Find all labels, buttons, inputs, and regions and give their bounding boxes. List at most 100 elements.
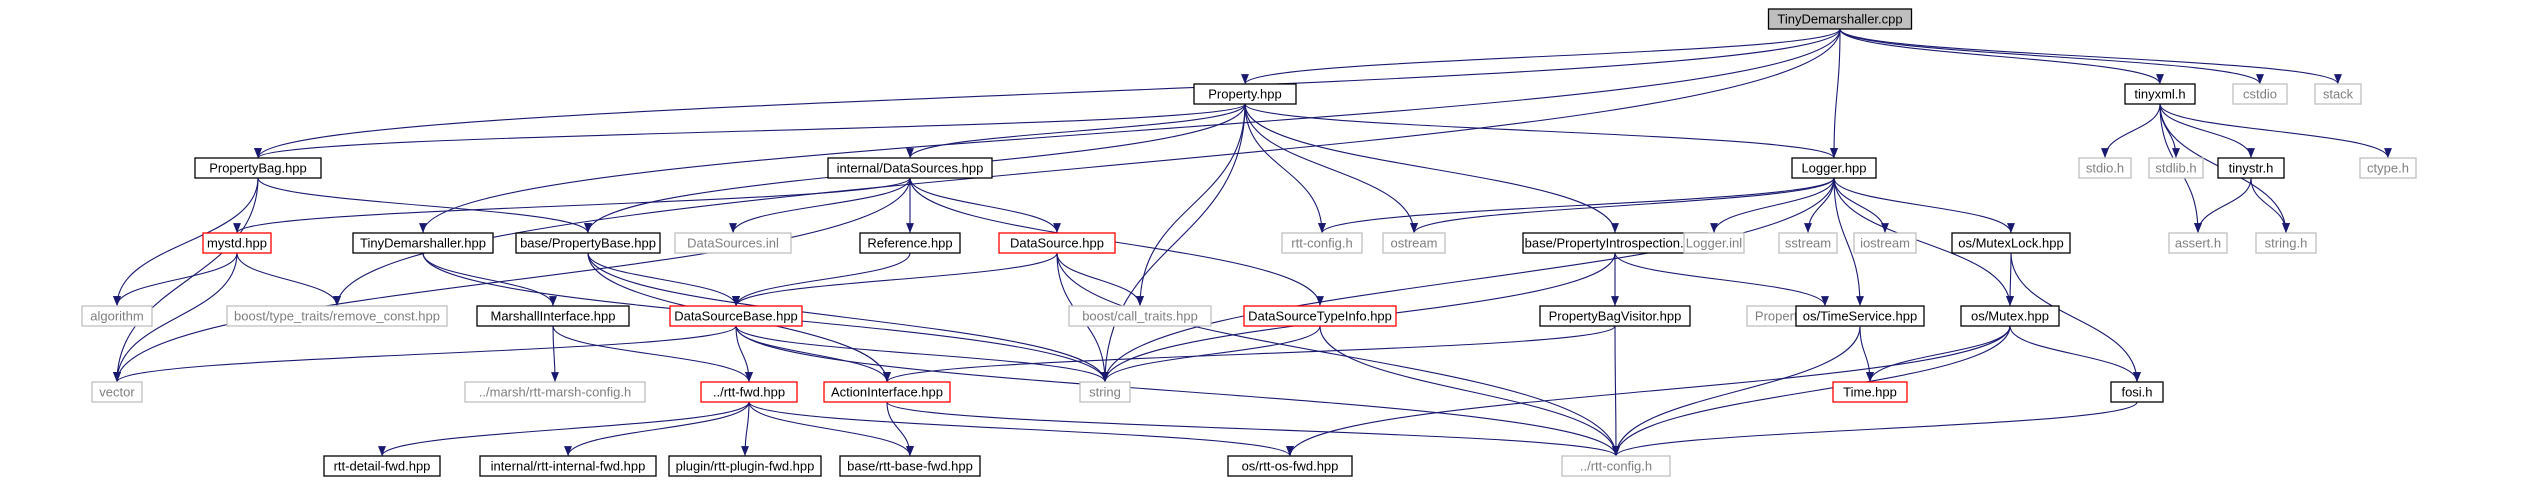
- node-boost-type-traits-remove-const-hpp: boost/type_traits/remove_const.hpp: [226, 305, 448, 327]
- node-label: Time.hpp: [1843, 384, 1897, 399]
- node-internal-rtt-internal-fwd-hpp[interactable]: internal/rtt-internal-fwd.hpp: [479, 455, 657, 477]
- node-time-hpp[interactable]: Time.hpp: [1832, 381, 1908, 403]
- edge-logger-hpp-to-logger-inl: [1710, 177, 1835, 234]
- node-box: [81, 305, 153, 327]
- edge-tinystr-h-to-assert-h: [2194, 177, 2252, 234]
- edge-datasourcebase-hpp-to-rtt-config-h: [735, 325, 1620, 457]
- edge-os-mutexlock-hpp-to-fosi-h: [2010, 252, 2141, 383]
- node-sstream: sstream: [1778, 232, 1838, 254]
- node-os-mutex-hpp[interactable]: os/Mutex.hpp: [1960, 305, 2060, 327]
- edge-reference-hpp-to-datasourcebase-hpp: [732, 252, 911, 307]
- edge-property-hpp-to-propertybag-hpp: [254, 103, 1246, 159]
- edge-mystd-hpp-to-vector: [113, 252, 238, 383]
- edge-tinydemarshaller-cpp-to-stack: [1839, 28, 2342, 85]
- node-label: ../rtt-config.h: [1580, 458, 1652, 473]
- node-tinystr-h[interactable]: tinystr.h: [2217, 157, 2285, 179]
- edge-datasourcebase-hpp-to-rtt-fwd-hpp: [735, 325, 753, 383]
- edge-datasourcebase-hpp-to-vector: [113, 325, 737, 383]
- node-datasources-inl: DataSources.inl: [674, 232, 792, 254]
- node-label: boost/call_traits.hpp: [1082, 308, 1198, 323]
- edge-internal-datasources-hpp-to-datasources-inl: [729, 177, 911, 234]
- node-vector: vector: [91, 381, 143, 403]
- node-datasourcebase-hpp[interactable]: DataSourceBase.hpp: [669, 305, 803, 327]
- node-box: [1382, 232, 1446, 254]
- node-rtt-fwd-hpp[interactable]: ../rtt-fwd.hpp: [700, 381, 798, 403]
- node-reference-hpp[interactable]: Reference.hpp: [859, 232, 961, 254]
- edge-property-hpp-to-internal-datasources-hpp: [906, 103, 1246, 159]
- node-propertybagvisitor-hpp[interactable]: PropertyBagVisitor.hpp: [1539, 305, 1691, 327]
- node-marsh-rtt-marsh-config-h: ../marsh/rtt-marsh-config.h: [464, 381, 646, 403]
- node-stack: stack: [2314, 83, 2362, 105]
- node-datasource-hpp[interactable]: DataSource.hpp: [998, 232, 1116, 254]
- edge-logger-hpp-to-os-mutex-hpp: [1833, 177, 2014, 307]
- node-logger-hpp[interactable]: Logger.hpp: [1791, 157, 1877, 179]
- node-box: [2217, 157, 2285, 179]
- edge-logger-hpp-to-ostream: [1410, 177, 1835, 234]
- node-box: [1227, 455, 1353, 477]
- node-iostream: iostream: [1853, 232, 1917, 254]
- node-rtt-detail-fwd-hpp[interactable]: rtt-detail-fwd.hpp: [323, 455, 441, 477]
- node-os-timeservice-hpp[interactable]: os/TimeService.hpp: [1795, 305, 1925, 327]
- node-box: [669, 305, 803, 327]
- node-label: PropertyBagVisitor.hpp: [1549, 308, 1682, 323]
- node-label: DataSources.inl: [687, 235, 779, 250]
- edge-logger-hpp-to-os-timeservice-hpp: [1833, 177, 1864, 307]
- edge-tinydemarshaller-cpp-to-property-hpp: [1241, 28, 1841, 85]
- node-label: algorithm: [90, 308, 143, 323]
- edge-rtt-fwd-hpp-to-internal-rtt-internal-fwd-hpp: [564, 401, 750, 457]
- node-tinydemarshaller-cpp[interactable]: TinyDemarshaller.cpp: [1767, 8, 1913, 30]
- node-box: [1281, 232, 1363, 254]
- node-os-rtt-os-fwd-hpp[interactable]: os/rtt-os-fwd.hpp: [1227, 455, 1353, 477]
- node-actioninterface-hpp[interactable]: ActionInterface.hpp: [823, 381, 951, 403]
- node-property-hpp[interactable]: Property.hpp: [1193, 83, 1297, 105]
- node-os-mutexlock-hpp[interactable]: os/MutexLock.hpp: [1951, 232, 2071, 254]
- node-rtt-config-h: ../rtt-config.h: [1561, 455, 1671, 477]
- edge-datasourcetypeinfo-hpp-to-rtt-config-h: [1319, 325, 1620, 457]
- edge-property-hpp-to-string: [1101, 103, 1246, 383]
- node-label: vector: [99, 384, 135, 399]
- node-box: [1951, 232, 2071, 254]
- edge-tinydemarshaller-cpp-to-propertybag-hpp: [254, 28, 1841, 159]
- node-box: [674, 232, 792, 254]
- edge-os-mutex-hpp-to-fosi-h: [2009, 325, 2141, 383]
- edge-os-timeservice-hpp-to-rtt-config-h: [1612, 325, 1861, 457]
- edge-actioninterface-hpp-to-rtt-config-h: [886, 401, 1620, 457]
- node-box: [479, 455, 657, 477]
- node-box: [2314, 83, 2362, 105]
- node-tinyxml-h[interactable]: tinyxml.h: [2124, 83, 2196, 105]
- node-marshallinterface-hpp[interactable]: MarshallInterface.hpp: [476, 305, 630, 327]
- edge-tinydemarshaller-cpp-to-logger-hpp: [1830, 28, 1841, 159]
- node-mystd-hpp[interactable]: mystd.hpp: [202, 232, 272, 254]
- node-base-propertyintrospection-hpp[interactable]: base/PropertyIntrospection.hpp: [1522, 232, 1708, 254]
- node-propertybag-hpp[interactable]: PropertyBag.hpp: [194, 157, 322, 179]
- node-label: string: [1089, 384, 1121, 399]
- node-box: [839, 455, 981, 477]
- node-box: [2255, 232, 2317, 254]
- node-base-propertybase-hpp[interactable]: base/PropertyBase.hpp: [515, 232, 661, 254]
- edge-os-mutex-hpp-to-time-hpp: [1866, 325, 2011, 383]
- node-box: [323, 455, 441, 477]
- node-label: ctype.h: [2367, 160, 2409, 175]
- node-box: [464, 381, 646, 403]
- node-ostream: ostream: [1382, 232, 1446, 254]
- node-base-rtt-base-fwd-hpp[interactable]: base/rtt-base-fwd.hpp: [839, 455, 981, 477]
- node-label: mystd.hpp: [207, 235, 267, 250]
- node-fosi-h[interactable]: fosi.h: [2110, 381, 2164, 403]
- edge-fosi-h-to-rtt-config-h: [1612, 401, 2138, 457]
- node-box: [2148, 157, 2204, 179]
- edge-marshallinterface-hpp-to-rtt-fwd-hpp: [552, 325, 753, 383]
- node-box: [2232, 83, 2288, 105]
- node-label: ../marsh/rtt-marsh-config.h: [479, 384, 631, 399]
- node-label: internal/DataSources.hpp: [837, 160, 984, 175]
- node-tinydemarshaller-hpp[interactable]: TinyDemarshaller.hpp: [352, 232, 494, 254]
- node-datasourcetypeinfo-hpp[interactable]: DataSourceTypeInfo.hpp: [1243, 305, 1397, 327]
- edge-logger-hpp-to-string: [1101, 177, 1835, 383]
- node-box: [823, 381, 951, 403]
- node-box: [476, 305, 630, 327]
- node-boost-call-traits-hpp: boost/call_traits.hpp: [1068, 305, 1212, 327]
- edge-property-hpp-to-ostream: [1244, 103, 1418, 234]
- node-internal-datasources-hpp[interactable]: internal/DataSources.hpp: [827, 157, 993, 179]
- edge-tinydemarshaller-cpp-to-cstdio: [1839, 28, 2264, 85]
- edge-base-propertybase-hpp-to-datasourcebase-hpp: [587, 252, 740, 307]
- node-plugin-rtt-plugin-fwd-hpp[interactable]: plugin/rtt-plugin-fwd.hpp: [668, 455, 822, 477]
